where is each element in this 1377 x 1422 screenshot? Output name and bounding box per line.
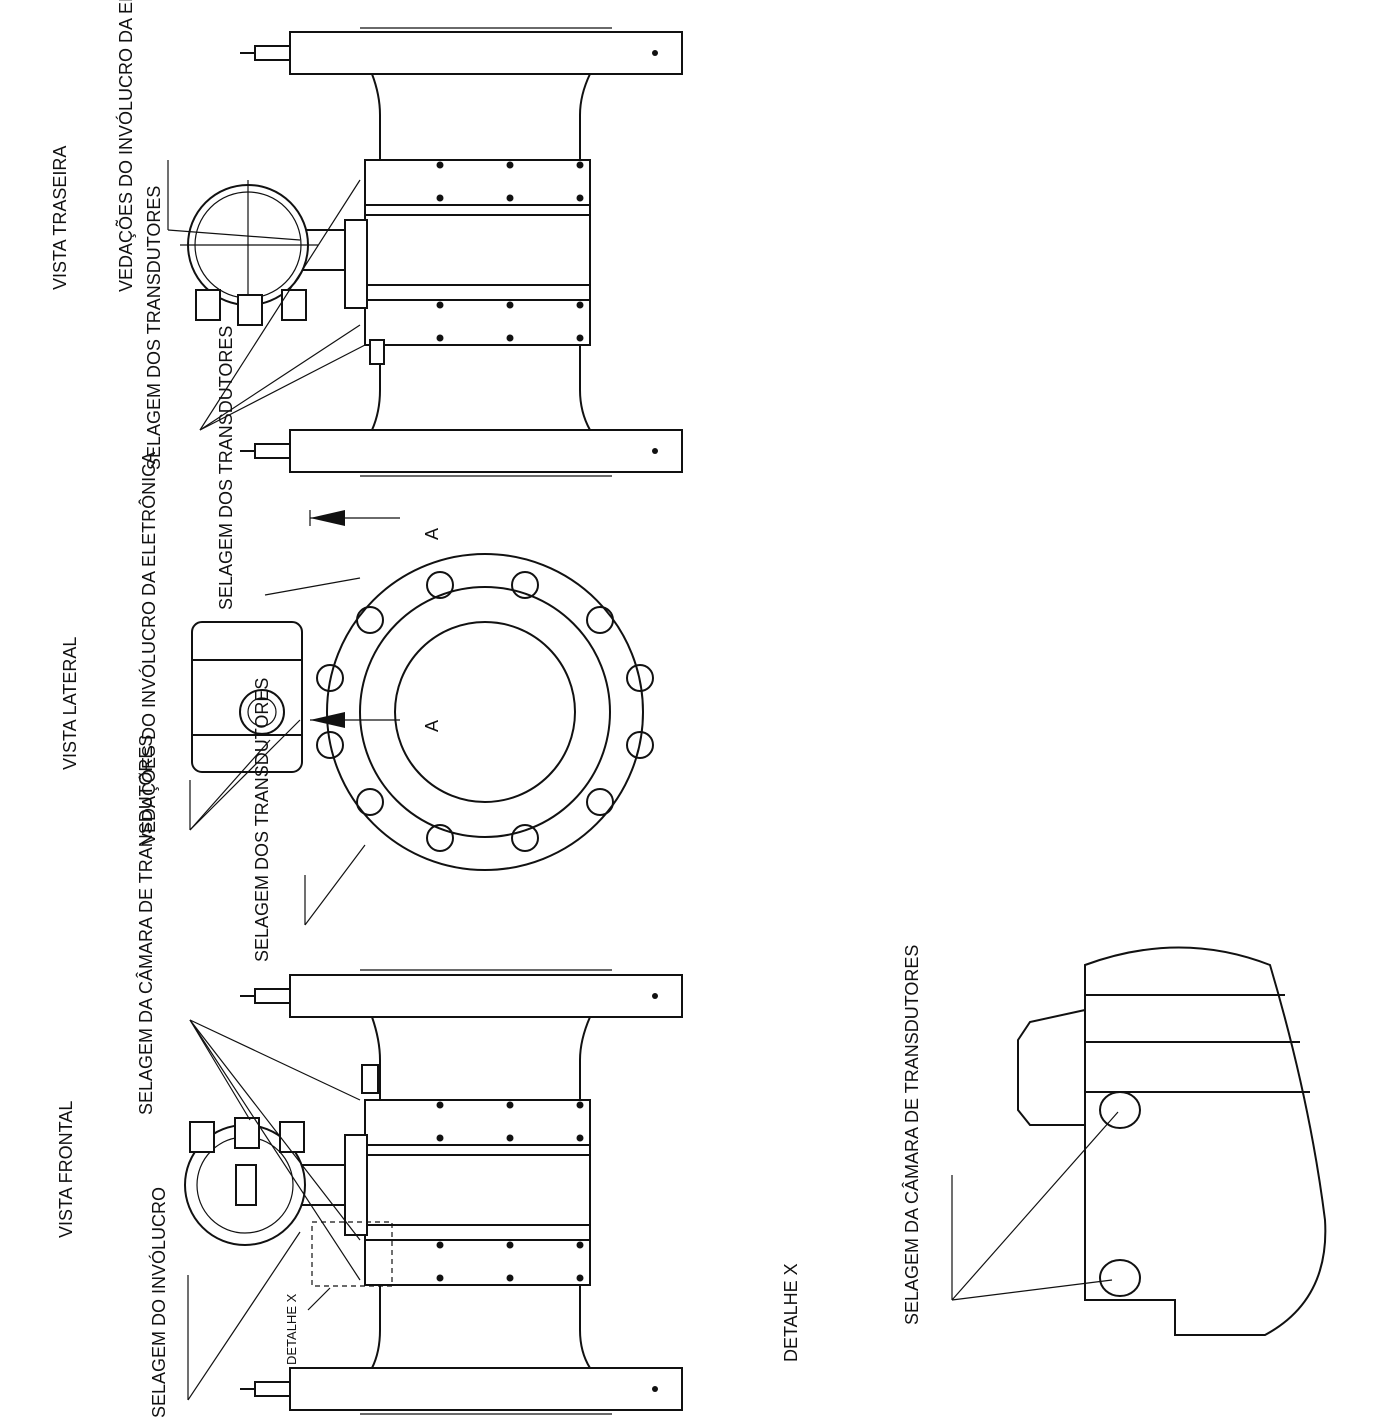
front-view-title: VISTA FRONTAL [56,1101,76,1238]
front-view-drawing [184,969,683,1415]
section-mark-lower: A [422,720,442,732]
rear-view-drawing [167,27,683,477]
side-view-title: VISTA LATERAL [60,637,80,770]
detail-x-reference: DETALHE X [284,1293,299,1365]
rear-view-title: VISTA TRASEIRA [50,146,70,290]
detail-chamber-seal-label: SELAGEM DA CÂMARA DE TRANSDUTORES [902,945,922,1325]
front-enclosure-seal-label: SELAGEM DO INVÓLUCRO [148,1187,169,1418]
side-view-drawing [189,510,654,926]
front-chamber-seal-label: SELAGEM DA CÂMARA DE TRANSDUTORES [136,735,156,1115]
detail-x-drawing [951,946,1327,1336]
rear-electronics-seal-label: VEDAÇÕES DO INVÓLUCRO DA ELETRÔNICA [115,0,136,292]
side-transducer-seal-label-bottom: SELAGEM DOS TRANSDUTORES [252,678,272,962]
section-mark-upper: A [422,528,442,540]
side-electronics-seal-label: VEDAÇÕES DO INVÓLUCRO DA ELETRÔNICA [138,452,159,845]
rear-transducer-seal-label: SELAGEM DOS TRANSDUTORES [144,186,164,470]
side-transducer-seal-label-top: SELAGEM DOS TRANSDUTORES [216,326,236,610]
detail-x-title: DETALHE X [781,1263,801,1362]
